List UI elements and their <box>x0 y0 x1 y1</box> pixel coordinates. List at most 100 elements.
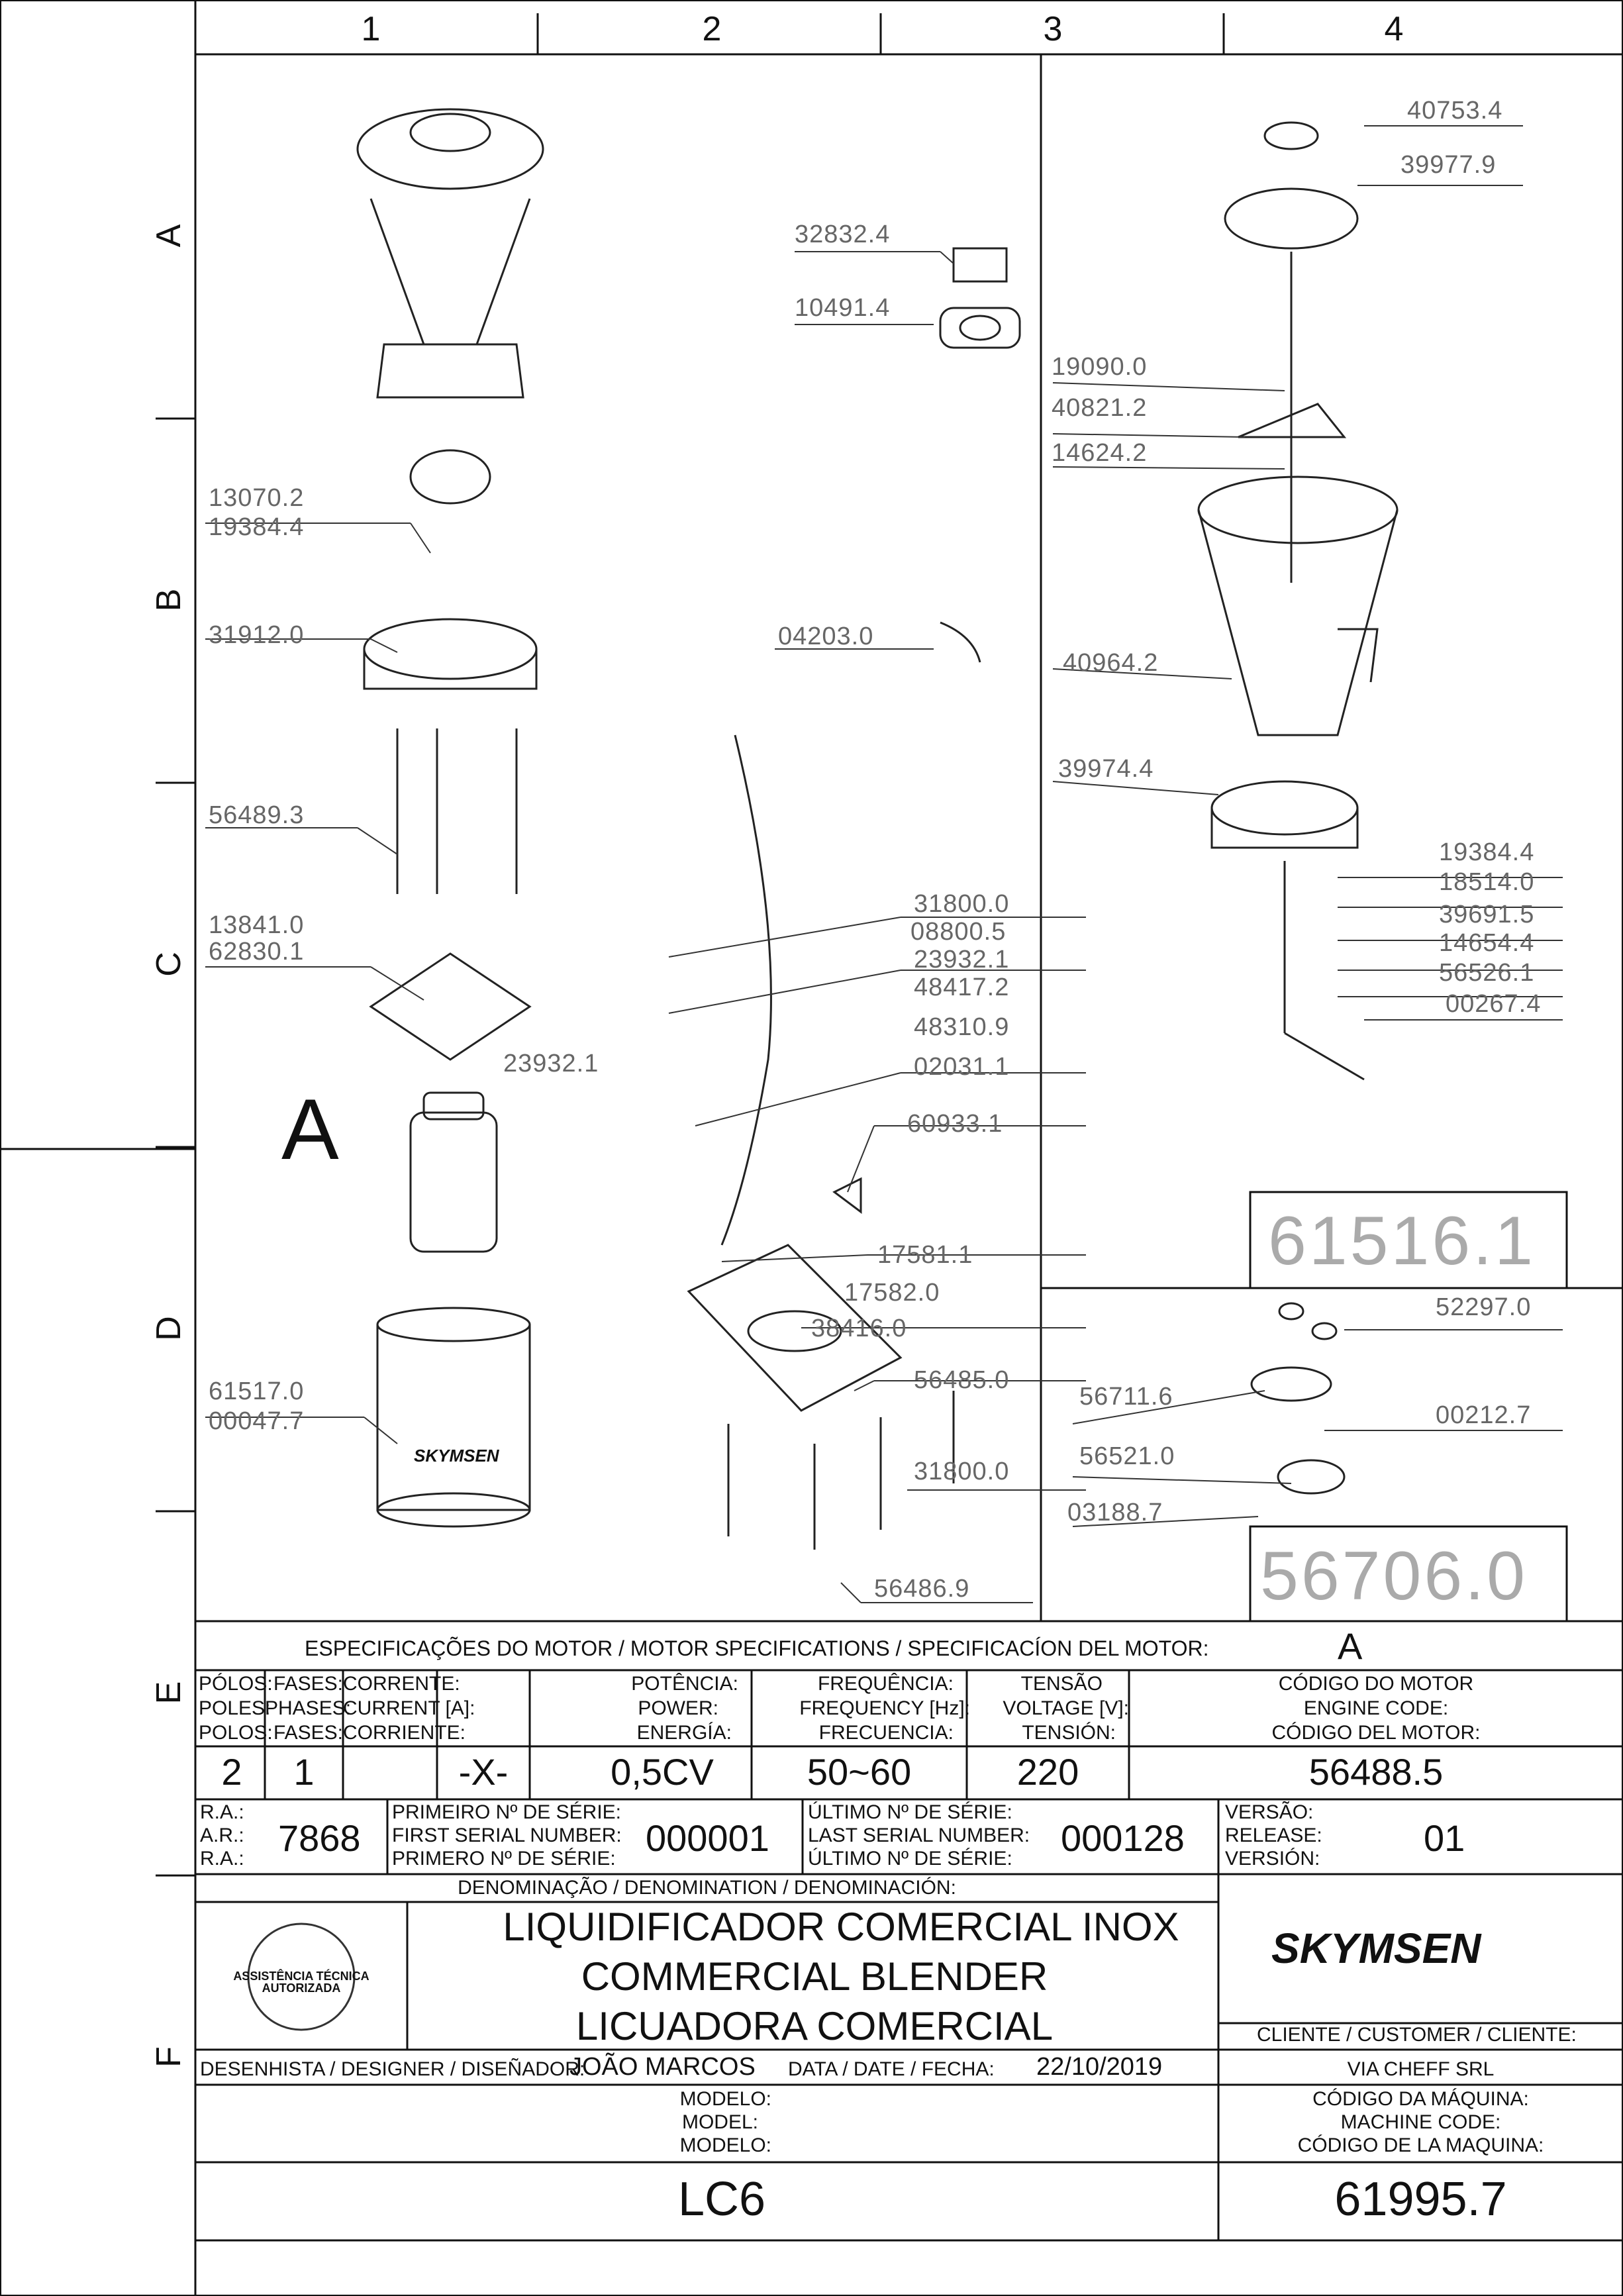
version-label: RELEASE: <box>1225 1824 1322 1846</box>
machine-code-label: CÓDIGO DE LA MAQUINA: <box>1297 2134 1544 2156</box>
row-letter-d: D <box>150 1316 188 1341</box>
first-serial-label: FIRST SERIAL NUMBER: <box>392 1824 622 1846</box>
first-serial-label: PRIMEIRO Nº DE SÉRIE: <box>392 1801 622 1823</box>
ra-label: R.A.: <box>200 1801 244 1823</box>
part-label: 19384.4 <box>209 513 305 541</box>
current-label: CORRENTE: <box>343 1673 460 1695</box>
date-value: 22/10/2019 <box>1036 2053 1163 2081</box>
poles-label: POLES: <box>199 1697 271 1719</box>
denomination-label: DENOMINAÇÃO / DENOMINATION / DENOMINACIÓ… <box>458 1877 956 1899</box>
model-value: LC6 <box>677 2173 766 2226</box>
authorized-service-stamp: ASSISTÊNCIA TÉCNICA AUTORIZADA <box>233 1970 369 1995</box>
current-value: -X- <box>458 1751 509 1793</box>
power-value: 0,5CV <box>611 1751 714 1793</box>
part-label: 40753.4 <box>1407 97 1503 125</box>
phases-value: 1 <box>293 1751 315 1793</box>
date-label: DATA / DATE / FECHA: <box>788 2058 995 2080</box>
frequency-label: FRECUENCIA: <box>818 1722 954 1744</box>
part-label: 40964.2 <box>1063 649 1159 677</box>
first-serial-value: 000001 <box>646 1817 769 1859</box>
part-label: 56485.0 <box>914 1366 1010 1394</box>
motor-code-value: 56488.5 <box>1308 1751 1444 1793</box>
current-label: CURRENT [A]: <box>343 1697 475 1719</box>
part-label: 39977.9 <box>1401 151 1497 179</box>
phases-label: PHASES: <box>265 1697 352 1719</box>
machine-code-label: CÓDIGO DA MÁQUINA: <box>1312 2088 1529 2110</box>
row-letter-e: E <box>150 1681 188 1705</box>
part-label: 48310.9 <box>914 1013 1010 1041</box>
assembly-code-lower: 56706.0 <box>1260 1538 1528 1615</box>
motor-code-label: CÓDIGO DO MOTOR <box>1278 1673 1474 1695</box>
part-label: 56711.6 <box>1079 1383 1173 1411</box>
part-label: 02031.1 <box>914 1053 1010 1081</box>
version-label: VERSIÓN: <box>1225 1848 1320 1870</box>
part-label: 31800.0 <box>914 1458 1010 1485</box>
motor-specs-heading: ESPECIFICAÇÕES DO MOTOR / MOTOR SPECIFIC… <box>305 1636 1209 1660</box>
part-label: 31800.0 <box>914 890 1010 918</box>
poles-label: POLOS: <box>199 1722 273 1744</box>
part-label: 56489.3 <box>209 801 305 829</box>
row-letter-a: A <box>150 224 188 248</box>
motor-marker: A <box>281 1081 339 1177</box>
denomination-line-en: COMMERCIAL BLENDER <box>581 1954 1048 1999</box>
last-serial-label: ÚLTIMO Nº DE SÉRIE: <box>808 1801 1012 1823</box>
denomination-line-pt: LIQUIDIFICADOR COMERCIAL INOX <box>503 1905 1179 1949</box>
part-label: 17581.1 <box>877 1241 973 1269</box>
part-label: 39974.4 <box>1058 755 1154 783</box>
part-label: 40821.2 <box>1052 394 1148 422</box>
last-serial-label: LAST SERIAL NUMBER: <box>808 1824 1030 1846</box>
part-label: 04203.0 <box>778 623 874 650</box>
last-serial-value: 000128 <box>1061 1817 1185 1859</box>
phases-label: FASES: <box>273 1673 343 1695</box>
ra-label: R.A.: <box>200 1848 244 1870</box>
first-serial-label: PRIMERO Nº DE SÉRIE: <box>392 1848 616 1870</box>
part-label: 14624.2 <box>1052 439 1148 467</box>
part-label: 52297.0 <box>1436 1293 1532 1321</box>
part-label: 14654.4 <box>1439 929 1535 957</box>
part-label: 32832.4 <box>795 221 891 248</box>
last-serial-label: ÚLTIMO Nº DE SÉRIE: <box>808 1848 1012 1870</box>
poles-value: 2 <box>221 1751 242 1793</box>
part-label: 08800.5 <box>910 918 1007 946</box>
part-label: 61517.0 <box>209 1377 305 1405</box>
designer-value: JOÃO MARCOS <box>569 2053 756 2081</box>
row-letter-f: F <box>150 2046 188 2068</box>
motor-can-brand: SKYMSEN <box>414 1446 499 1466</box>
part-label: 00212.7 <box>1436 1401 1532 1429</box>
phases-label: FASES: <box>273 1722 343 1744</box>
part-label: 23932.1 <box>503 1050 599 1077</box>
part-label: 56526.1 <box>1439 959 1535 987</box>
ra-label: A.R.: <box>200 1824 244 1846</box>
assembly-code-upper: 61516.1 <box>1268 1203 1536 1279</box>
part-label: 38416.0 <box>811 1315 907 1342</box>
part-label: 60933.1 <box>907 1110 1003 1138</box>
machine-code-value: 61995.7 <box>1334 2173 1507 2226</box>
part-label: 31912.0 <box>209 621 305 649</box>
part-label: 62830.1 <box>209 938 305 966</box>
row-letter-c: C <box>150 952 188 977</box>
brand-logo: SKYMSEN <box>1271 1924 1481 1972</box>
frequency-label: FREQUÊNCIA: <box>817 1673 954 1695</box>
voltage-label: TENSÃO <box>1020 1673 1103 1695</box>
part-label: 19090.0 <box>1052 353 1148 381</box>
part-label: 18514.0 <box>1439 868 1535 896</box>
designer-label: DESENHISTA / DESIGNER / DISEÑADOR: <box>200 2058 585 2080</box>
part-label: 19384.4 <box>1439 838 1535 866</box>
frequency-value: 50~60 <box>807 1751 912 1793</box>
part-label: 23932.1 <box>914 946 1010 973</box>
part-label: 56521.0 <box>1079 1442 1175 1470</box>
motor-code-label: ENGINE CODE: <box>1303 1697 1449 1719</box>
voltage-value: 220 <box>1016 1751 1079 1793</box>
voltage-label: VOLTAGE [V]: <box>1003 1697 1129 1719</box>
power-label: POWER: <box>638 1697 718 1719</box>
current-label: CORRIENTE: <box>343 1722 466 1744</box>
version-label: VERSÃO: <box>1225 1801 1314 1823</box>
part-label: 13841.0 <box>209 911 305 939</box>
part-label: 03188.7 <box>1067 1499 1163 1526</box>
column-number-1: 1 <box>361 10 381 48</box>
machine-code-label: MACHINE CODE: <box>1340 2111 1501 2133</box>
model-label: MODEL: <box>681 2111 758 2133</box>
denomination-line-es: LICUADORA COMERCIAL <box>575 2004 1054 2048</box>
